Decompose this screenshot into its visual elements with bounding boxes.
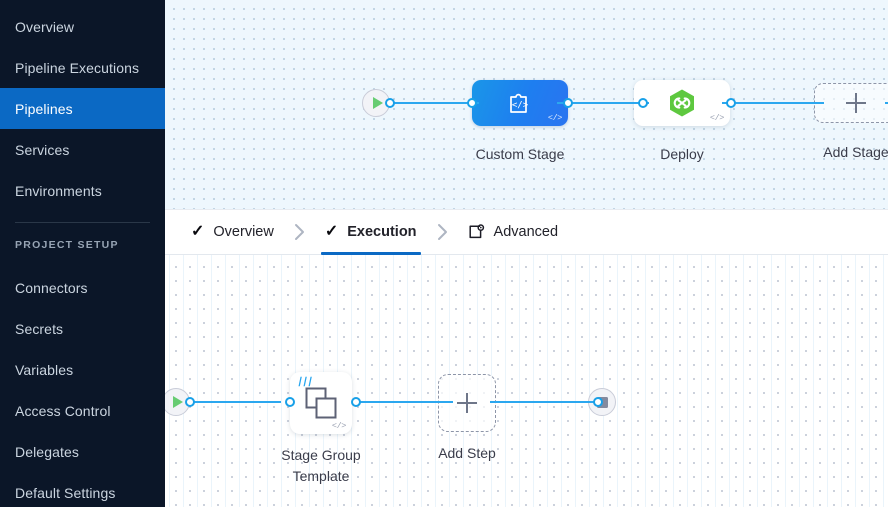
stacked-squares-icon [305, 387, 337, 419]
main-content: </> </> Custom Stage </> [165, 0, 888, 507]
advanced-settings-icon [468, 223, 484, 238]
sidebar-item-label: Environments [15, 182, 102, 199]
play-icon [372, 97, 383, 109]
play-icon [172, 396, 183, 408]
sidebar-item-default-settings[interactable]: Default Settings [0, 472, 165, 507]
sidebar-item-label: Delegates [15, 443, 79, 460]
connector-dot[interactable] [563, 98, 573, 108]
tab-overview[interactable]: ✓ Overview [177, 210, 288, 254]
stage-graph-canvas[interactable]: </> </> Custom Stage </> [165, 0, 888, 209]
sidebar-item-pipelines[interactable]: Pipelines [0, 88, 165, 129]
code-badge: </> [331, 421, 347, 431]
code-badge: </> [547, 113, 563, 123]
sidebar-item-label: Variables [15, 361, 74, 378]
stage-link-custom-deploy [557, 102, 649, 105]
sidebar-item-access-control[interactable]: Access Control [0, 390, 165, 431]
sidebar-item-delegates[interactable]: Delegates [0, 431, 165, 472]
stage-group-template-box[interactable]: ||| </> [290, 372, 352, 434]
step-label-stage-group-template: Stage Group Template [281, 447, 361, 484]
deploy-stage-box[interactable]: </> [634, 80, 730, 126]
template-code-icon: </> [510, 93, 529, 113]
connector-dot[interactable] [185, 397, 195, 407]
sidebar-section-project-setup: PROJECT SETUP [15, 239, 119, 251]
connector-dot[interactable] [726, 98, 736, 108]
connector-dot[interactable] [638, 98, 648, 108]
sidebar-divider [15, 222, 150, 223]
tab-label: Advanced [493, 224, 559, 240]
tab-label: Execution [347, 224, 417, 240]
tab-separator [431, 210, 454, 254]
sidebar-item-environments[interactable]: Environments [0, 170, 165, 211]
connector-dot[interactable] [351, 397, 361, 407]
stage-link-addstage-end [885, 102, 888, 105]
sidebar-item-pipeline-executions[interactable]: Pipeline Executions [0, 47, 165, 88]
sidebar-item-services[interactable]: Services [0, 129, 165, 170]
tab-execution[interactable]: ✓ Execution [311, 210, 431, 255]
custom-stage-box[interactable]: </> </> [472, 80, 568, 126]
stage-link-deploy-addstage [722, 102, 824, 105]
tab-label: Overview [213, 224, 274, 240]
sidebar-item-label: Secrets [15, 320, 64, 337]
plus-icon [846, 93, 866, 113]
sidebar-item-secrets[interactable]: Secrets [0, 308, 165, 349]
step-label-add-step: Add Step [438, 445, 496, 461]
connector-dot[interactable] [285, 397, 295, 407]
tab-separator [288, 210, 311, 254]
plus-icon [457, 393, 477, 413]
sidebar-item-variables[interactable]: Variables [0, 349, 165, 390]
chevron-right-icon [437, 224, 447, 240]
step-link-sgt-addstep [355, 401, 453, 404]
sidebar-item-label: Services [15, 141, 70, 158]
sidebar-item-label: Access Control [15, 402, 111, 419]
stage-label-deploy: Deploy [660, 146, 704, 162]
add-stage-button[interactable] [814, 83, 888, 123]
connector-dot[interactable] [467, 98, 477, 108]
harness-hexagon-icon [670, 89, 694, 117]
code-badge: </> [709, 113, 725, 123]
sidebar: Overview Pipeline Executions Pipelines S… [0, 0, 165, 507]
connector-dot[interactable] [385, 98, 395, 108]
stage-label-add-stage: Add Stage [823, 144, 888, 160]
sidebar-item-label: Pipelines [15, 100, 73, 117]
check-icon: ✓ [191, 223, 205, 240]
stage-label-custom-stage: Custom Stage [475, 146, 565, 162]
execution-graph-canvas[interactable]: ||| </> Stage Group Template Add Step [165, 255, 888, 507]
sidebar-item-label: Connectors [15, 279, 88, 296]
svg-text:</>: </> [512, 101, 529, 111]
step-link-start-sgt [187, 401, 281, 404]
sidebar-item-label: Overview [15, 18, 75, 35]
connector-dot[interactable] [593, 397, 603, 407]
sidebar-item-label: Pipeline Executions [15, 59, 140, 76]
template-library-marker: ||| [295, 377, 314, 388]
stage-tab-bar: ✓ Overview ✓ Execution [165, 209, 888, 255]
chevron-right-icon [294, 224, 304, 240]
sidebar-item-connectors[interactable]: Connectors [0, 267, 165, 308]
check-icon: ✓ [324, 223, 339, 240]
stage-link-start-custom [387, 102, 479, 105]
step-node-stage-group-template[interactable]: ||| </> [290, 372, 352, 434]
tab-advanced[interactable]: Advanced [454, 210, 573, 254]
stage-node-deploy[interactable]: </> [634, 80, 730, 126]
step-link-addstep-end [490, 401, 596, 404]
sidebar-item-label: Default Settings [15, 484, 116, 501]
sidebar-item-overview[interactable]: Overview [0, 6, 165, 47]
stage-node-custom-stage[interactable]: </> </> [472, 80, 568, 126]
add-stage-node[interactable] [814, 83, 888, 123]
tab-underline [320, 252, 421, 255]
